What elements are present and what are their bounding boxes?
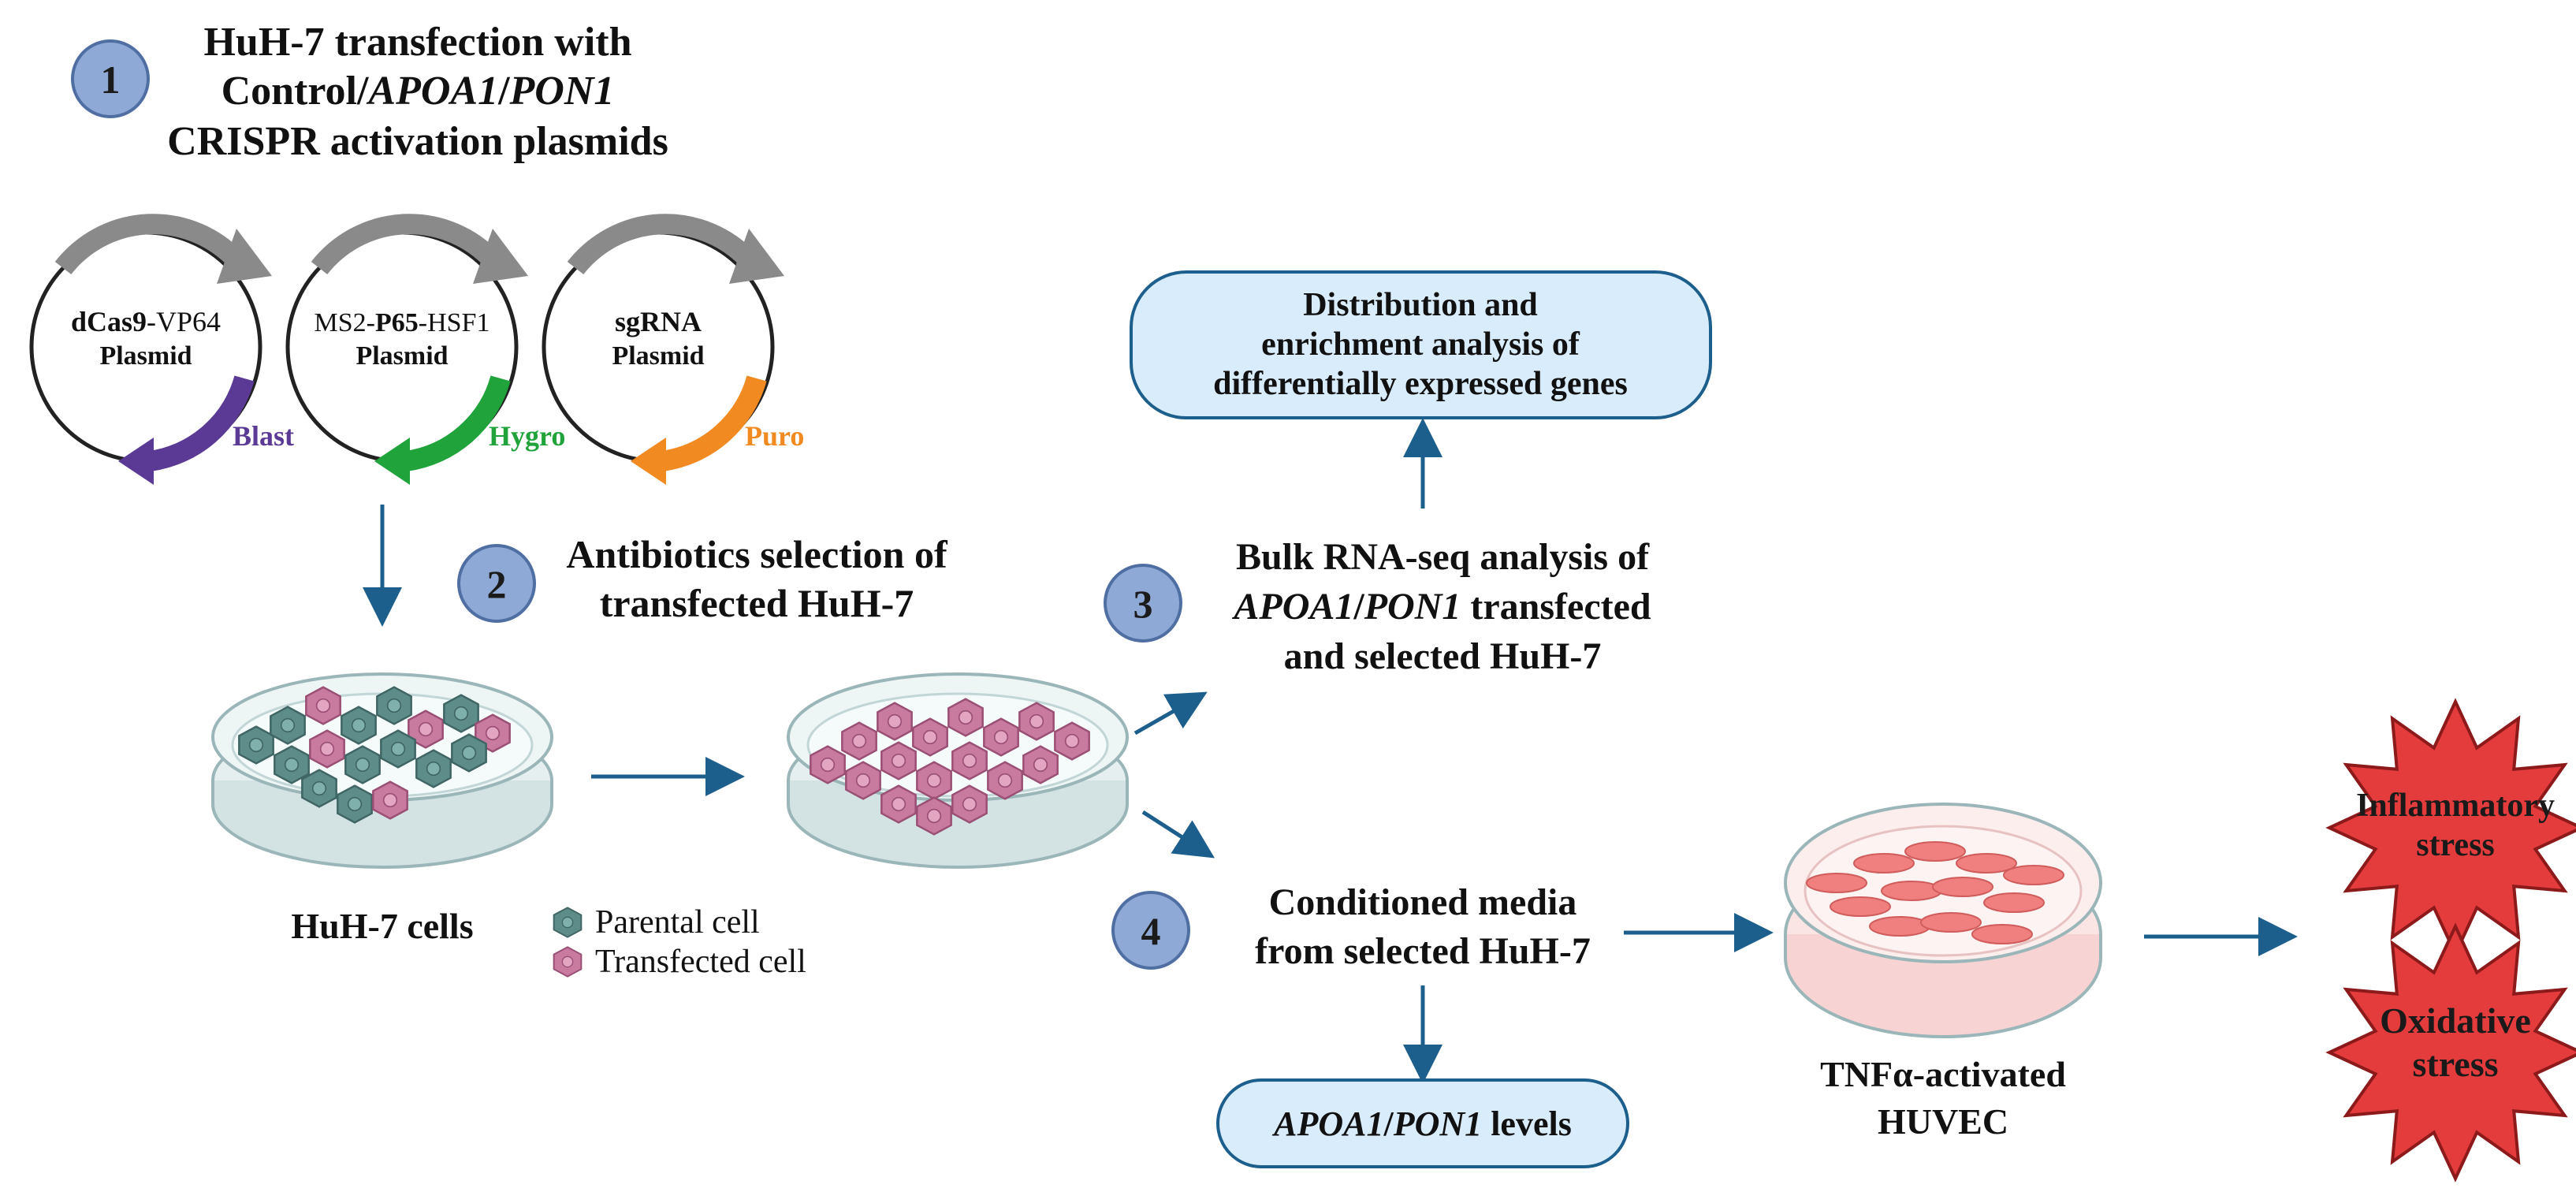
plasmid-sgrna-marker: Puro — [745, 420, 804, 452]
step-3-title-line1: Bulk RNA-seq analysis of — [1236, 536, 1650, 578]
plasmid-ms2-sub: Plasmid — [356, 341, 448, 371]
plasmid-dcas9-sub: Plasmid — [99, 341, 192, 371]
oxidative-line2: stress — [2412, 1044, 2498, 1084]
parental-cell-icon — [553, 907, 583, 938]
inflammatory-line2: stress — [2416, 827, 2495, 863]
dish-huh7-selected — [787, 672, 1129, 869]
distribution-line2: enrichment analysis of — [1261, 326, 1580, 363]
plasmid-sgrna-sub: Plasmid — [612, 341, 704, 371]
levels-box: APOA1/PON1 levels — [1216, 1078, 1629, 1168]
step-2: 2 Antibiotics selection of transfected H… — [457, 532, 948, 625]
levels-text: APOA1/PON1 levels — [1271, 1104, 1572, 1143]
distribution-analysis-box: Distribution and enrichment analysis of … — [1130, 270, 1712, 419]
huvec-cells — [1806, 841, 2064, 944]
plasmid-dcas9-name: dCas9-VP64 — [71, 306, 221, 337]
step-1-title-line1: HuH-7 transfection with — [203, 20, 631, 65]
plasmid-sgrna: sgRNA Plasmid Puro — [542, 214, 804, 485]
inflammatory-stress-star: Inflammatory stress — [2325, 698, 2576, 958]
hygro-resistance-arc — [404, 375, 511, 471]
step-4-badge — [1111, 891, 1190, 970]
plasmid-ms2-p65-hsf1: MS2-P65-HSF1 Plasmid Hygro — [285, 214, 565, 485]
distribution-line3: differentially expressed genes — [1213, 366, 1628, 402]
step-1-title-line2: Control/APOA1/PON1 — [221, 69, 615, 114]
step-1-title-line3: CRISPR activation plasmids — [167, 119, 668, 164]
plasmid-ms2-marker: Hygro — [489, 420, 565, 452]
transfected-cell-icon — [553, 946, 583, 978]
distribution-line1: Distribution and — [1303, 287, 1538, 323]
step-1: 1 HuH-7 transfection with Control/APOA1/… — [71, 20, 668, 164]
step-3-badge — [1104, 564, 1182, 643]
huvec-label-line1: TNFα-activated — [1820, 1054, 2066, 1094]
blast-resistance-arc — [147, 375, 255, 471]
step-1-number: 1 — [101, 58, 121, 102]
step-4-title-line2: from selected HuH-7 — [1255, 930, 1591, 972]
step-4-number: 4 — [1141, 909, 1161, 953]
step-4: 4 Conditioned media from selected HuH-7 — [1111, 881, 1591, 972]
dish-huvec — [1784, 803, 2102, 1038]
huvec-label-line2: HUVEC — [1878, 1101, 2008, 1142]
step-1-badge — [71, 39, 150, 118]
inflammatory-line1: Inflammatory — [2356, 788, 2555, 824]
plasmid-dcas9: dCas9-VP64 Plasmid Blast — [29, 214, 294, 485]
legend-transfected: Transfected cell — [595, 944, 806, 980]
plasmid-sgrna-name: sgRNA — [615, 306, 702, 337]
oxidative-stress-star: Oxidative stress — [2325, 922, 2576, 1183]
step-3: 3 Bulk RNA-seq analysis of APOA1/PON1 tr… — [1104, 536, 1651, 677]
step-2-badge — [457, 544, 536, 623]
legend-parental: Parental cell — [595, 904, 760, 941]
step-2-number: 2 — [487, 562, 507, 606]
step-2-title-line2: transfected HuH-7 — [600, 581, 914, 625]
puro-resistance-arc — [660, 375, 767, 471]
oxidative-line1: Oxidative — [2380, 1000, 2531, 1041]
plasmid-dcas9-marker: Blast — [233, 420, 294, 452]
step-3-title-line2: APOA1/PON1 transfected — [1231, 586, 1651, 628]
legend: Parental cell Transfected cell — [553, 904, 806, 980]
step-4-title-line1: Conditioned media — [1269, 881, 1577, 923]
step-2-title-line1: Antibiotics selection of — [566, 532, 948, 576]
huh7-cells-label: HuH-7 cells — [291, 906, 473, 946]
dish-huh7-mixed — [211, 672, 553, 869]
arrow-dish2-to-media — [1141, 810, 1215, 859]
step-3-title-line3: and selected HuH-7 — [1284, 635, 1602, 677]
step-3-number: 3 — [1134, 582, 1153, 626]
arrow-dish2-to-rnaseq — [1134, 691, 1208, 736]
plasmid-ms2-name: MS2-P65-HSF1 — [315, 308, 490, 337]
